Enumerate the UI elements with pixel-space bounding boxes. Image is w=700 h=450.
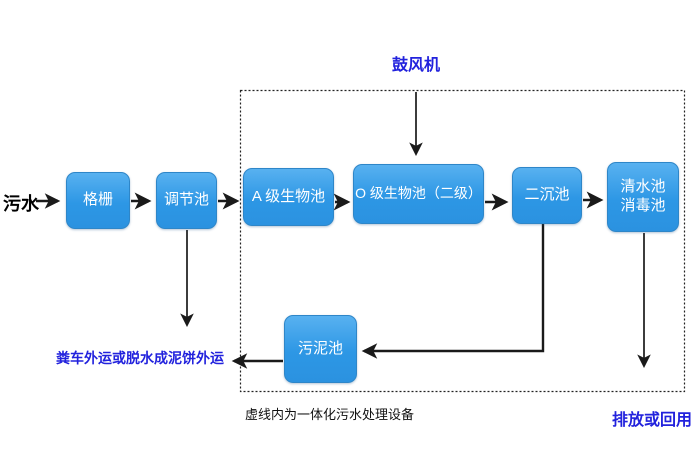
sludge-disposal-label: 粪车外运或脱水成泥饼外运 — [56, 350, 224, 366]
influent-label: 污水 — [3, 194, 39, 214]
node-a-bio-tank-label: A 级生物池 — [251, 187, 326, 205]
node-a-bio-tank: A 级生物池 — [243, 168, 334, 226]
equipment-dashed-boundary — [239, 89, 686, 393]
blower-label: 鼓风机 — [392, 57, 441, 74]
node-secondary-sedimentation-tank: 二沉池 — [512, 167, 582, 224]
node-sludge-tank-label: 污泥池 — [297, 339, 343, 357]
effluent-label: 排放或回用 — [612, 412, 693, 429]
node-o-bio-tank: O 级生物池（二级） — [353, 164, 484, 224]
dashed-box-caption: 虚线内为一体化污水处理设备 — [245, 407, 415, 422]
node-o-bio-tank-label: O 级生物池（二级） — [355, 185, 482, 202]
node-regulating-tank: 调节池 — [156, 172, 217, 229]
node-clear-water-tank-label: 清水池 — [620, 178, 666, 196]
node-grating: 格栅 — [66, 172, 130, 229]
arrow-sedimentation-to-sludge — [361, 224, 545, 359]
node-secondary-sedimentation-tank-label: 二沉池 — [524, 186, 570, 204]
node-grating-label: 格栅 — [82, 191, 113, 209]
node-regulating-tank-label: 调节池 — [163, 191, 209, 209]
node-disinfection-tank-label: 消毒池 — [620, 197, 666, 214]
node-clear-water-disinfection-tank: 清水池 消毒池 — [607, 162, 679, 232]
node-sludge-tank: 污泥池 — [284, 315, 357, 383]
